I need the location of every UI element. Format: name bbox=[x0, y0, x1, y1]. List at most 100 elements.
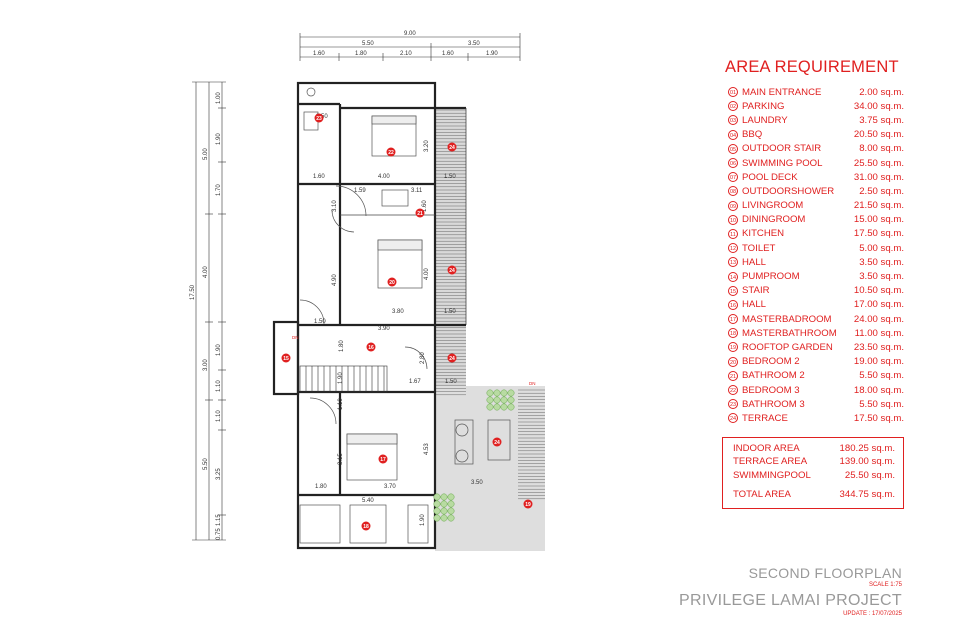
item-area: 25.50 sq.m. bbox=[853, 157, 904, 169]
dim-left-inner-9: 0.75 bbox=[216, 528, 222, 540]
room-dim-20: 1.90 bbox=[338, 372, 344, 384]
item-name: BATHROOM 3 bbox=[742, 398, 805, 410]
item-area: 5.50 sq.m. bbox=[859, 398, 904, 410]
dim-top-overall: 9.00 bbox=[404, 31, 416, 37]
dim-top-2-2: 3.50 bbox=[468, 41, 480, 47]
room-marker: 22 bbox=[386, 147, 396, 157]
dim-left-inner-6: 1.10 bbox=[216, 410, 222, 422]
item-number-badge: 22 bbox=[728, 385, 738, 396]
item-name: DININGROOM bbox=[742, 214, 806, 226]
item-name: BATHROOM 2 bbox=[742, 370, 805, 382]
item-area: 20.50 sq.m. bbox=[853, 129, 904, 141]
terrace-deck-hatch bbox=[435, 108, 545, 551]
item-name: OUTDOOR STAIR bbox=[742, 143, 822, 155]
item-number-badge: 01 bbox=[728, 87, 738, 98]
item-number-badge: 19 bbox=[728, 342, 738, 353]
room-marker: 20 bbox=[387, 277, 397, 287]
dim-top-2-1: 5.50 bbox=[362, 41, 374, 47]
room-marker: 21 bbox=[415, 208, 425, 218]
item-area: 3.50 sq.m. bbox=[859, 256, 904, 268]
top-dimension-lines bbox=[299, 33, 521, 61]
item-number-badge: 03 bbox=[728, 115, 738, 126]
svg-text:24: 24 bbox=[494, 440, 500, 446]
door-swing-icon bbox=[309, 397, 337, 425]
item-area: 10.50 sq.m. bbox=[853, 285, 904, 297]
item-name: LIVINGROOM bbox=[742, 200, 804, 212]
room-dim-2: 3.20 bbox=[424, 140, 430, 152]
area-summary-box: INDOOR AREA 180.25 sq.m. TERRACE AREA 13… bbox=[722, 436, 904, 509]
item-name: KITCHEN bbox=[742, 228, 785, 240]
door-swing-icon bbox=[335, 185, 367, 217]
dim-left-outer-3: 3.00 bbox=[203, 359, 209, 371]
dim-left-outer-1: 5.00 bbox=[203, 148, 209, 160]
item-name: STAIR bbox=[742, 285, 770, 297]
svg-text:16: 16 bbox=[368, 345, 374, 351]
room-dim-28: 1.90 bbox=[420, 514, 426, 526]
room-dim-15: 3.90 bbox=[378, 326, 390, 332]
room-marker: 17 bbox=[378, 454, 388, 464]
door-swing-icon bbox=[331, 209, 355, 233]
item-number-badge: 20 bbox=[728, 356, 738, 367]
dim-left-outer-2: 4.00 bbox=[203, 266, 209, 278]
item-name: SWIMMING POOL bbox=[742, 157, 823, 169]
item-area: 2.00 sq.m. bbox=[859, 86, 904, 98]
svg-text:20: 20 bbox=[389, 280, 395, 286]
door-swing-icon bbox=[404, 346, 428, 370]
room-dim-5: 1.50 bbox=[444, 174, 456, 180]
item-number-badge: 13 bbox=[728, 257, 738, 268]
project-name: PRIVILEGE LAMAI PROJECT bbox=[679, 592, 902, 609]
room-dim-3: 4.00 bbox=[378, 174, 390, 180]
dim-left-inner-3: 1.70 bbox=[216, 184, 222, 196]
stair bbox=[299, 365, 388, 393]
area-requirement-title: AREA REQUIREMENT bbox=[725, 58, 899, 76]
item-number-badge: 11 bbox=[728, 228, 738, 239]
dim-left-inner-2: 1.90 bbox=[216, 133, 222, 145]
svg-text:23: 23 bbox=[316, 116, 322, 122]
svg-text:17: 17 bbox=[380, 457, 386, 463]
room-dim-24: 1.80 bbox=[315, 484, 327, 490]
room-marker: 16 bbox=[366, 342, 376, 352]
item-number-badge: 14 bbox=[728, 271, 738, 282]
room-dim-14: 1.50 bbox=[314, 319, 326, 325]
room-marker: 24 bbox=[447, 142, 457, 152]
planter-shrubs bbox=[433, 389, 515, 522]
room-dim-25: 3.70 bbox=[384, 484, 396, 490]
summary-label: INDOOR AREA bbox=[733, 442, 800, 454]
item-area: 23.50 sq.m. bbox=[853, 341, 904, 353]
item-area: 3.50 sq.m. bbox=[859, 271, 904, 283]
item-name: PARKING bbox=[742, 100, 785, 112]
lounge-icon bbox=[487, 419, 511, 461]
room-dim-16: 1.80 bbox=[339, 340, 345, 352]
table-icon bbox=[454, 419, 474, 465]
item-number-badge: 08 bbox=[728, 186, 738, 197]
room-dim-10: 4.90 bbox=[332, 274, 338, 286]
room-dim-7: 3.11 bbox=[411, 188, 423, 194]
item-area: 5.00 sq.m. bbox=[859, 242, 904, 254]
item-area: 19.00 sq.m. bbox=[853, 356, 904, 368]
item-number-badge: 02 bbox=[728, 101, 738, 112]
summary-row: INDOOR AREA 180.25 sq.m. bbox=[723, 442, 903, 456]
room-dim-19: 1.67 bbox=[409, 379, 421, 385]
item-area: 18.00 sq.m. bbox=[853, 384, 904, 396]
item-area: 15.00 sq.m. bbox=[853, 214, 904, 226]
svg-text:19: 19 bbox=[525, 502, 531, 508]
dim-top-3-1: 1.60 bbox=[313, 51, 325, 57]
summary-value: 180.25 sq.m. bbox=[839, 442, 895, 454]
door-swing-icon bbox=[299, 299, 325, 325]
room-dim-17: 2.80 bbox=[420, 352, 426, 364]
item-area: 2.50 sq.m. bbox=[859, 185, 904, 197]
left-dimension-lines bbox=[192, 81, 226, 541]
item-area: 31.00 sq.m. bbox=[853, 171, 904, 183]
item-number-badge: 07 bbox=[728, 172, 738, 183]
